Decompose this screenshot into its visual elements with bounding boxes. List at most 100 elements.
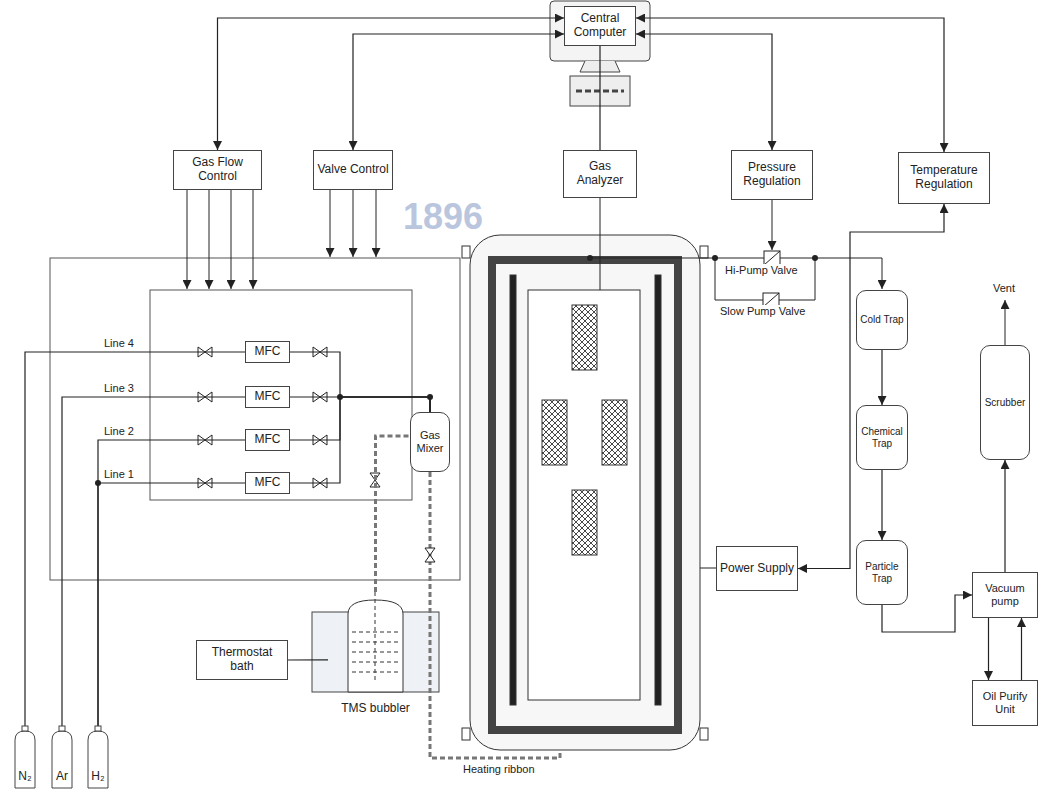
drawing-part [764,251,780,265]
bubbler-outline [328,592,423,720]
drawing-part [712,255,718,261]
control-box: Temperature Regulation [898,152,990,204]
trap-vessel: Particle Trap [856,540,908,605]
connector [290,397,430,440]
valve-symbol [425,548,435,562]
line-label: Line 4 [103,337,135,350]
trap-vessel: Chemical Trap [856,405,908,470]
control-box: Valve Control [313,150,393,190]
bubbler: TMS bubbler [328,592,423,720]
connector [98,440,245,726]
connector [290,352,430,412]
node-text: Chemical Trap [857,426,907,449]
drawing-part [1005,300,1006,345]
node-text: MFC [253,345,283,359]
line-label: Line 2 [103,425,135,438]
connector [98,483,245,726]
drawing-part [50,258,460,580]
line-label: Line 1 [103,468,135,481]
drawing-part [492,260,678,730]
cylinder-valve [22,726,28,731]
connector [636,34,772,150]
node-text: Ar [54,770,70,784]
connector [988,618,989,680]
mfc-box: MFC [245,386,290,408]
drawing-part [510,275,516,705]
drawing-part [209,190,210,289]
mfc-box: MFC [245,341,290,363]
drawing-part [572,490,597,555]
connector [290,397,430,412]
mixer-vessel: Gas Mixer [410,412,450,472]
drawing-part [187,190,188,289]
drawing-part [253,190,254,289]
control-box: Pressure Regulation [731,150,813,200]
drawing-part [462,728,470,740]
node-text: MFC [253,476,283,490]
drawing-part [231,190,232,289]
computer-screen: Central Computer [564,6,636,46]
node-text: Scrubber [983,397,1028,409]
drawing-part [700,728,708,740]
drawing-part [700,246,708,258]
cylinder-body [88,731,108,788]
node-text: Thermostat bath [197,646,287,674]
drawing-part [600,198,601,290]
connector [1021,618,1022,680]
gas-cylinder: Ar [50,726,74,788]
gas-cylinder: N₂ [13,726,37,788]
purifier-box: Oil Purify Unit [972,680,1038,726]
drawing-part [542,400,567,465]
drawing-part [470,235,700,750]
node-text: Gas Analyzer [564,160,636,188]
drawing-part [587,255,593,261]
drawing-part [376,190,377,257]
connector [881,470,882,540]
drawing-part [353,190,354,257]
bubbler-liquid [352,592,399,682]
cylinder-body [52,731,72,788]
drawing-part [462,246,470,258]
reactor [462,235,708,750]
part-label: Vent [992,282,1016,295]
bath-box: Thermostat bath [196,640,288,680]
watermark: 1896 [402,196,484,237]
cylinder-valve [95,726,101,731]
mfc-box: MFC [245,429,290,451]
part-label: Heating ribbon [462,763,536,776]
junction-dots [95,255,818,486]
drawing-part [812,255,818,261]
process-lines [430,198,882,758]
node-text: MFC [253,390,283,404]
drawing-part [764,251,780,265]
pump-valves [763,251,780,307]
drawing-part [430,472,560,758]
drawing-part [150,290,412,500]
connector [599,46,600,150]
node-text: Valve Control [315,163,390,177]
part-label: Slow Pump Valve [719,305,806,318]
gas-valves [198,347,435,562]
node-text: Oil Purify Unit [973,690,1037,715]
connector [288,659,328,660]
cylinder-valve [59,726,65,731]
node-text: H₂ [89,770,106,784]
mfc-box: MFC [245,472,290,494]
drawing-part [330,190,331,257]
drawing-part [572,305,597,370]
connector [881,350,882,405]
node-text: MFC [253,433,283,447]
node-text: Gas Mixer [411,429,449,454]
node-text: Cold Trap [858,314,905,326]
control-panels [50,258,460,580]
drawing-part [528,290,640,700]
node-text: Pressure Regulation [732,161,812,189]
gas-cylinder: H₂ [86,726,110,788]
analyzer-box: Gas Analyzer [563,150,637,198]
connector [636,18,944,152]
connector [290,397,430,483]
line-label: Line 3 [103,382,135,395]
node-text: Power Supply [718,562,796,576]
